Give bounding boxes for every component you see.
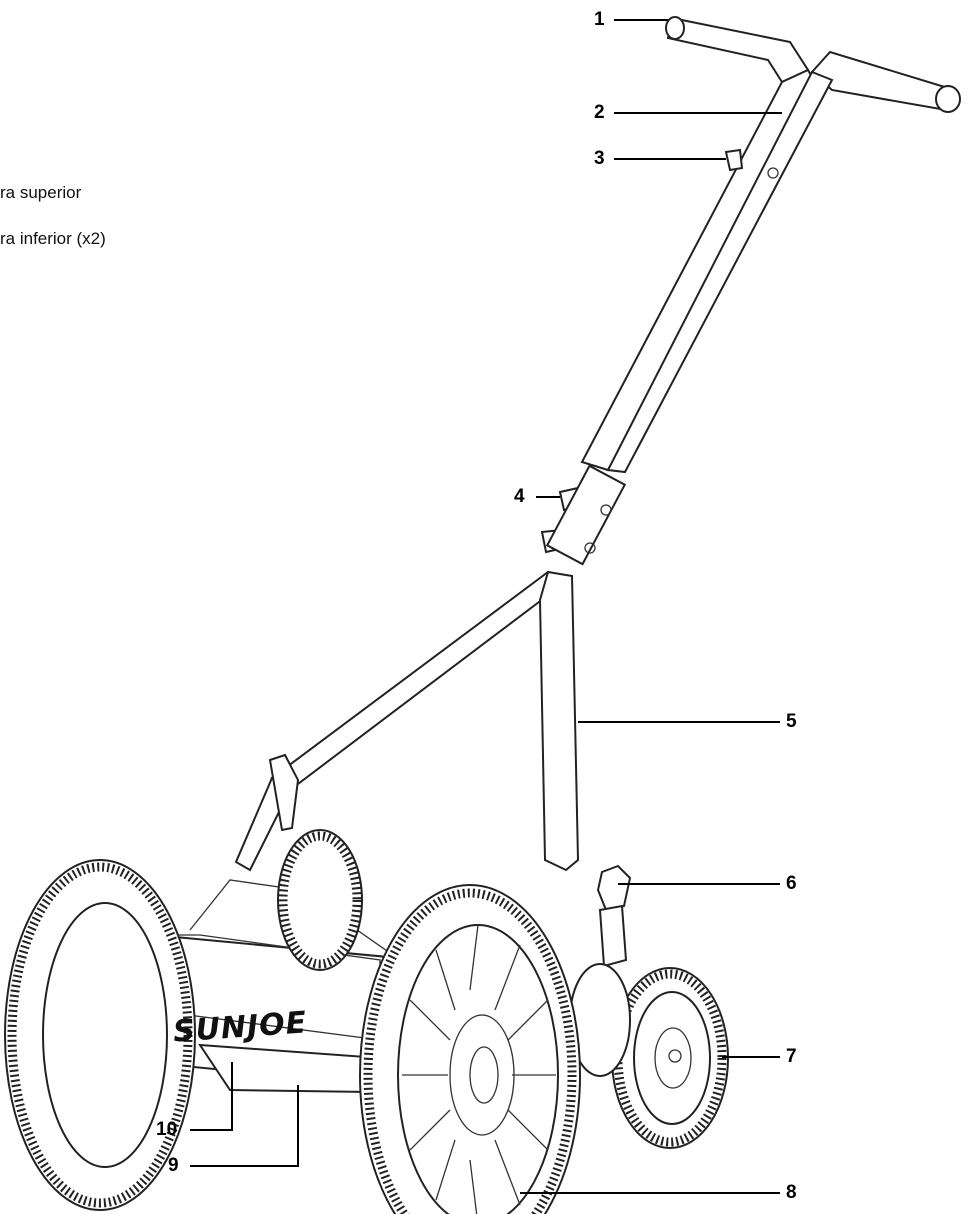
callout-5: 5 [786,711,797,732]
callout-7: 7 [786,1046,797,1067]
callout-3: 3 [594,148,605,169]
main-wheel [4,859,581,1214]
upper-handle [580,68,834,474]
rear-wheel [277,829,729,1149]
legend-line-upper: ra superior [0,183,82,202]
leader-lines [190,19,782,1194]
handle-grip [665,16,961,113]
callout-1: 1 [594,9,605,30]
height-adjust-knob [596,864,632,968]
lower-handle [234,570,580,872]
legend-line-lower: ra inferior (x2) [0,229,106,248]
middle-clamps [540,464,627,566]
callout-9: 9 [168,1155,179,1176]
upper-knob [724,148,744,172]
callout-10: 10 [156,1119,178,1140]
callout-4: 4 [514,486,525,507]
callout-6: 6 [786,873,797,894]
callout-8: 8 [786,1182,797,1203]
callout-2: 2 [594,102,605,123]
